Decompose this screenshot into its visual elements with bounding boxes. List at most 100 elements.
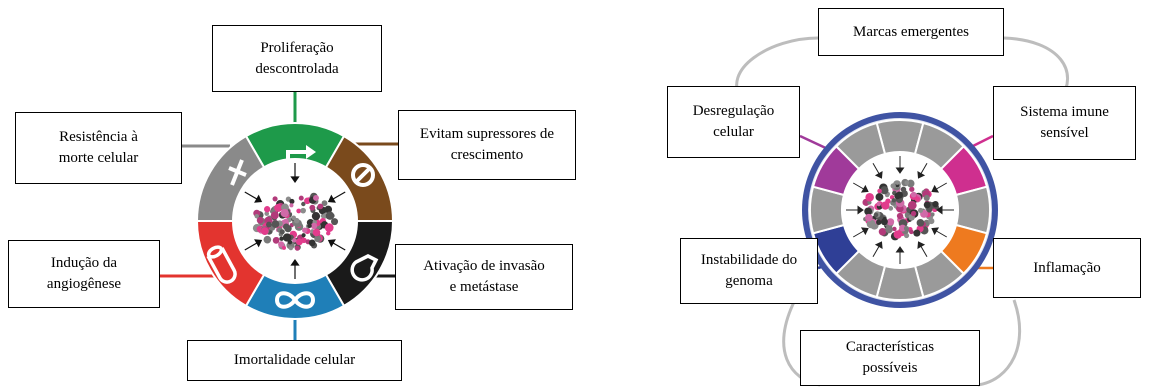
arrow-head	[895, 167, 905, 174]
cell	[274, 203, 283, 212]
label-growth-suppressors: Evitam supressores de crescimento	[398, 110, 576, 180]
cell	[923, 201, 931, 209]
inward-arrow	[244, 191, 258, 200]
cell	[886, 218, 895, 226]
cell	[909, 186, 915, 192]
arrow-head	[860, 184, 869, 193]
cell	[279, 229, 285, 235]
cell	[301, 201, 306, 207]
cell	[281, 245, 287, 250]
cell	[288, 246, 293, 251]
label-emerging-hallmarks: Marcas emergentes	[818, 8, 1004, 56]
cell	[909, 229, 914, 235]
cell	[278, 241, 285, 248]
arrow-head	[254, 194, 263, 203]
inward-arrow	[872, 246, 880, 258]
cell	[260, 227, 269, 235]
cell	[264, 211, 270, 216]
inward-arrow	[872, 162, 880, 174]
cell	[866, 219, 876, 229]
cell	[298, 195, 304, 201]
cell	[326, 231, 331, 236]
cell	[914, 196, 921, 202]
inward-arrow	[332, 242, 346, 251]
left-inward-arrows	[244, 163, 346, 279]
right-hallmarks-ring	[809, 119, 991, 301]
cell	[896, 212, 904, 220]
cell	[892, 226, 897, 232]
cell	[272, 237, 280, 244]
cell	[280, 208, 289, 218]
cell	[932, 200, 939, 208]
cell	[331, 218, 339, 226]
cell	[272, 196, 278, 202]
cell-cluster-left	[252, 192, 339, 251]
cell	[913, 229, 921, 237]
inward-arrow	[852, 230, 864, 238]
cell	[310, 222, 318, 230]
label-proliferation: Proliferação descontrolada	[212, 25, 382, 92]
cell	[292, 238, 297, 243]
cell	[916, 219, 925, 227]
cell	[279, 236, 284, 241]
arrow-head	[327, 239, 336, 248]
cell	[317, 203, 324, 210]
cell	[928, 218, 935, 225]
cell	[293, 217, 300, 224]
arrow-head	[874, 170, 883, 179]
cell	[880, 218, 888, 226]
cell	[263, 206, 271, 213]
cell	[878, 228, 887, 236]
cell	[271, 220, 280, 228]
cell	[904, 180, 910, 186]
cell	[304, 197, 311, 205]
cell	[875, 193, 884, 201]
arrow-head	[254, 239, 263, 248]
cell	[254, 214, 259, 219]
cell	[904, 233, 910, 239]
cell	[881, 201, 890, 210]
cell	[302, 227, 308, 233]
arrow-head	[290, 258, 300, 266]
cell	[895, 180, 900, 185]
cell	[289, 203, 294, 208]
cell	[284, 225, 292, 233]
cell	[294, 245, 300, 251]
inward-arrow	[936, 182, 948, 190]
cell	[256, 216, 264, 224]
cell	[880, 186, 889, 195]
cell	[910, 210, 917, 217]
label-possible-characteristics: Características possíveis	[800, 330, 980, 386]
cell	[895, 191, 903, 199]
arrow-head	[936, 205, 943, 215]
cell	[312, 228, 321, 237]
vessel-icon	[206, 245, 237, 284]
cell	[311, 212, 321, 221]
cell	[301, 233, 306, 238]
cell	[300, 207, 306, 214]
cell	[890, 183, 896, 189]
cell	[917, 207, 924, 214]
inward-arrow	[920, 246, 928, 258]
cell	[309, 204, 316, 211]
label-cellular-deregulation: Desregulação celular	[667, 86, 800, 158]
cell	[263, 235, 272, 244]
cell	[899, 224, 907, 232]
inward-arrow	[920, 162, 928, 174]
cell	[314, 235, 322, 243]
inward-arrow	[244, 242, 258, 251]
cell	[266, 221, 272, 228]
cell	[307, 223, 312, 229]
inward-arrow	[936, 230, 948, 238]
cell	[873, 212, 879, 218]
dagger-icon	[228, 159, 247, 186]
cell	[907, 200, 917, 210]
cell	[308, 239, 316, 247]
inward-arrow	[852, 182, 864, 190]
cell	[324, 223, 334, 233]
cell	[893, 230, 902, 239]
cell-cluster-right	[862, 178, 940, 241]
cell	[864, 213, 873, 222]
cell	[885, 225, 893, 234]
label-inflammation: Inflamação	[993, 238, 1141, 298]
